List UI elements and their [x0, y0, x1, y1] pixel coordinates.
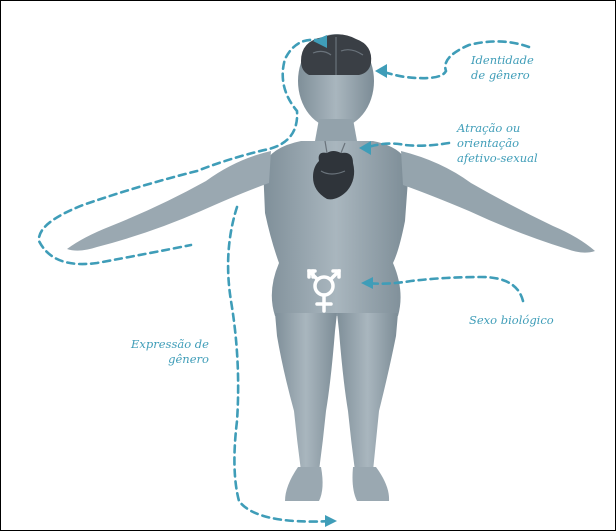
biological-sex-line-1: Sexo biológico	[469, 313, 554, 328]
gender-expression-line-1: Expressão de	[131, 337, 209, 352]
biological-sex-label: Sexo biológico	[469, 313, 554, 328]
attraction-line-1: Atração ou	[457, 121, 538, 136]
attraction-line-3: afetivo-sexual	[457, 151, 538, 166]
gender-identity-label: Identidade de gênero	[471, 53, 534, 83]
gender-expression-line-2: gênero	[131, 352, 209, 367]
gender-identity-line-1: Identidade	[471, 53, 534, 68]
gender-expression-label: Expressão de gênero	[131, 337, 209, 367]
attraction-line-2: orientação	[457, 136, 538, 151]
human-figure	[67, 34, 595, 501]
gender-identity-line-2: de gênero	[471, 68, 534, 83]
attraction-label: Atração ou orientação afetivo-sexual	[457, 121, 538, 166]
brain-icon	[301, 34, 371, 75]
